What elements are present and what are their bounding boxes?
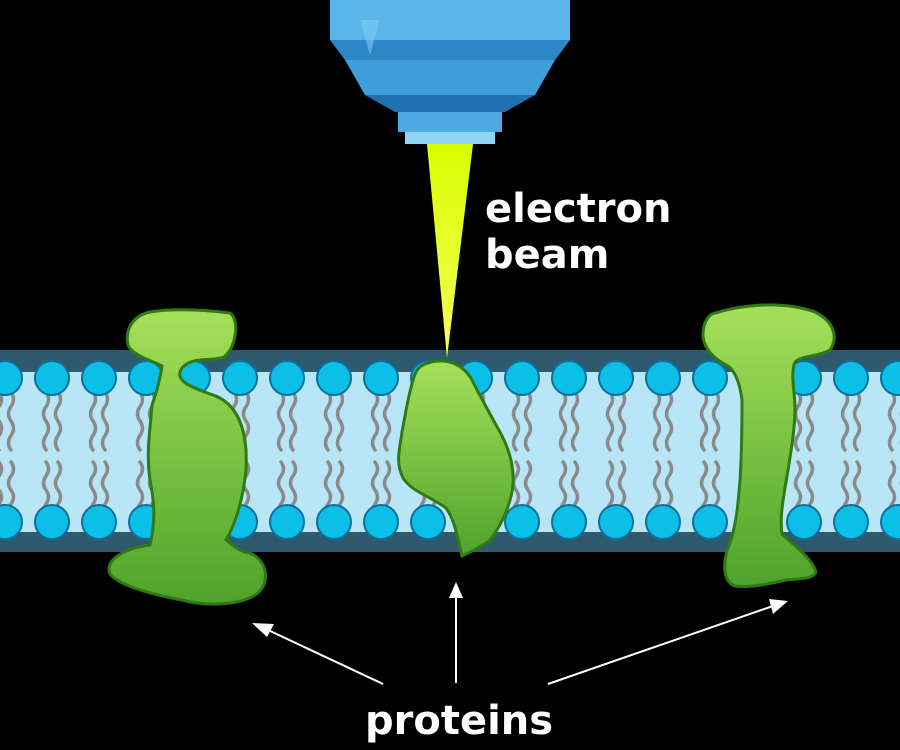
lipid-tail [840, 390, 850, 452]
lipid-tail [100, 390, 110, 452]
membrane-protein-icon [397, 359, 515, 559]
lipid-tail [335, 390, 345, 452]
lipid-tail [276, 390, 286, 452]
lipid-tail [511, 390, 521, 452]
lipid-head [504, 504, 540, 540]
lipid-head [363, 360, 399, 396]
lipid-tail [41, 390, 51, 452]
lipid-tail [53, 390, 63, 452]
lipid-head [786, 504, 822, 540]
lipid-head [880, 504, 900, 540]
lipid-tail [558, 390, 568, 452]
lipid-head [598, 360, 634, 396]
lipid-head [34, 504, 70, 540]
electron-beam-label-line2: beam [485, 232, 610, 278]
lipid-head [0, 504, 23, 540]
membrane-protein-icon [701, 303, 836, 588]
lipid-tail [0, 390, 4, 452]
lipid-tail [852, 390, 862, 452]
lipid-tail [699, 390, 709, 452]
lipid-head [833, 360, 869, 396]
lipid-tail [570, 390, 580, 452]
electron-beam-icon [427, 144, 473, 358]
lipid-head [645, 504, 681, 540]
electron-beam-label: electron beam [485, 186, 671, 278]
lipid-head [316, 504, 352, 540]
lipid-tail [88, 390, 98, 452]
lipid-head [551, 504, 587, 540]
lipid-head [645, 360, 681, 396]
lipid-head [551, 360, 587, 396]
lipid-head [81, 504, 117, 540]
lipid-head [880, 360, 900, 396]
lipid-head [34, 360, 70, 396]
lipid-tail [523, 390, 533, 452]
lipid-tail [6, 390, 16, 452]
lipid-head [692, 504, 728, 540]
lipid-tail [382, 390, 392, 452]
lipid-tail [793, 390, 803, 452]
lipid-tail [652, 390, 662, 452]
lipid-head [81, 360, 117, 396]
pointer-arrows [252, 582, 788, 685]
lipid-head [363, 504, 399, 540]
lipid-tail [135, 390, 145, 452]
lipid-head [269, 360, 305, 396]
lipid-tail [370, 390, 380, 452]
lipid-heads [0, 360, 900, 540]
lipid-tail [288, 390, 298, 452]
lipid-head [692, 360, 728, 396]
electron-beam-label-line1: electron [485, 186, 672, 232]
lipid-head [269, 504, 305, 540]
lipid-tail [605, 390, 615, 452]
lipid-head [316, 360, 352, 396]
pointer-arrow-icon [252, 623, 384, 685]
proteins-label: proteins [365, 698, 554, 744]
lipid-tail [664, 390, 674, 452]
lipid-tail [617, 390, 627, 452]
lipid-tail [887, 390, 897, 452]
lipid-tail [0, 460, 4, 520]
lipid-head [0, 360, 23, 396]
pointer-arrow-icon [449, 582, 463, 683]
lipid-head [598, 504, 634, 540]
lipid-head [222, 360, 258, 396]
lipid-tail [323, 390, 333, 452]
lipid-head [504, 360, 540, 396]
lipid-head [833, 504, 869, 540]
electron-microscope-column-icon [330, 0, 570, 144]
lipid-head [410, 504, 446, 540]
membrane-protein-icon [107, 308, 267, 606]
pointer-arrow-icon [547, 599, 788, 685]
lipid-tail [805, 390, 815, 452]
lipid-tail [711, 390, 721, 452]
